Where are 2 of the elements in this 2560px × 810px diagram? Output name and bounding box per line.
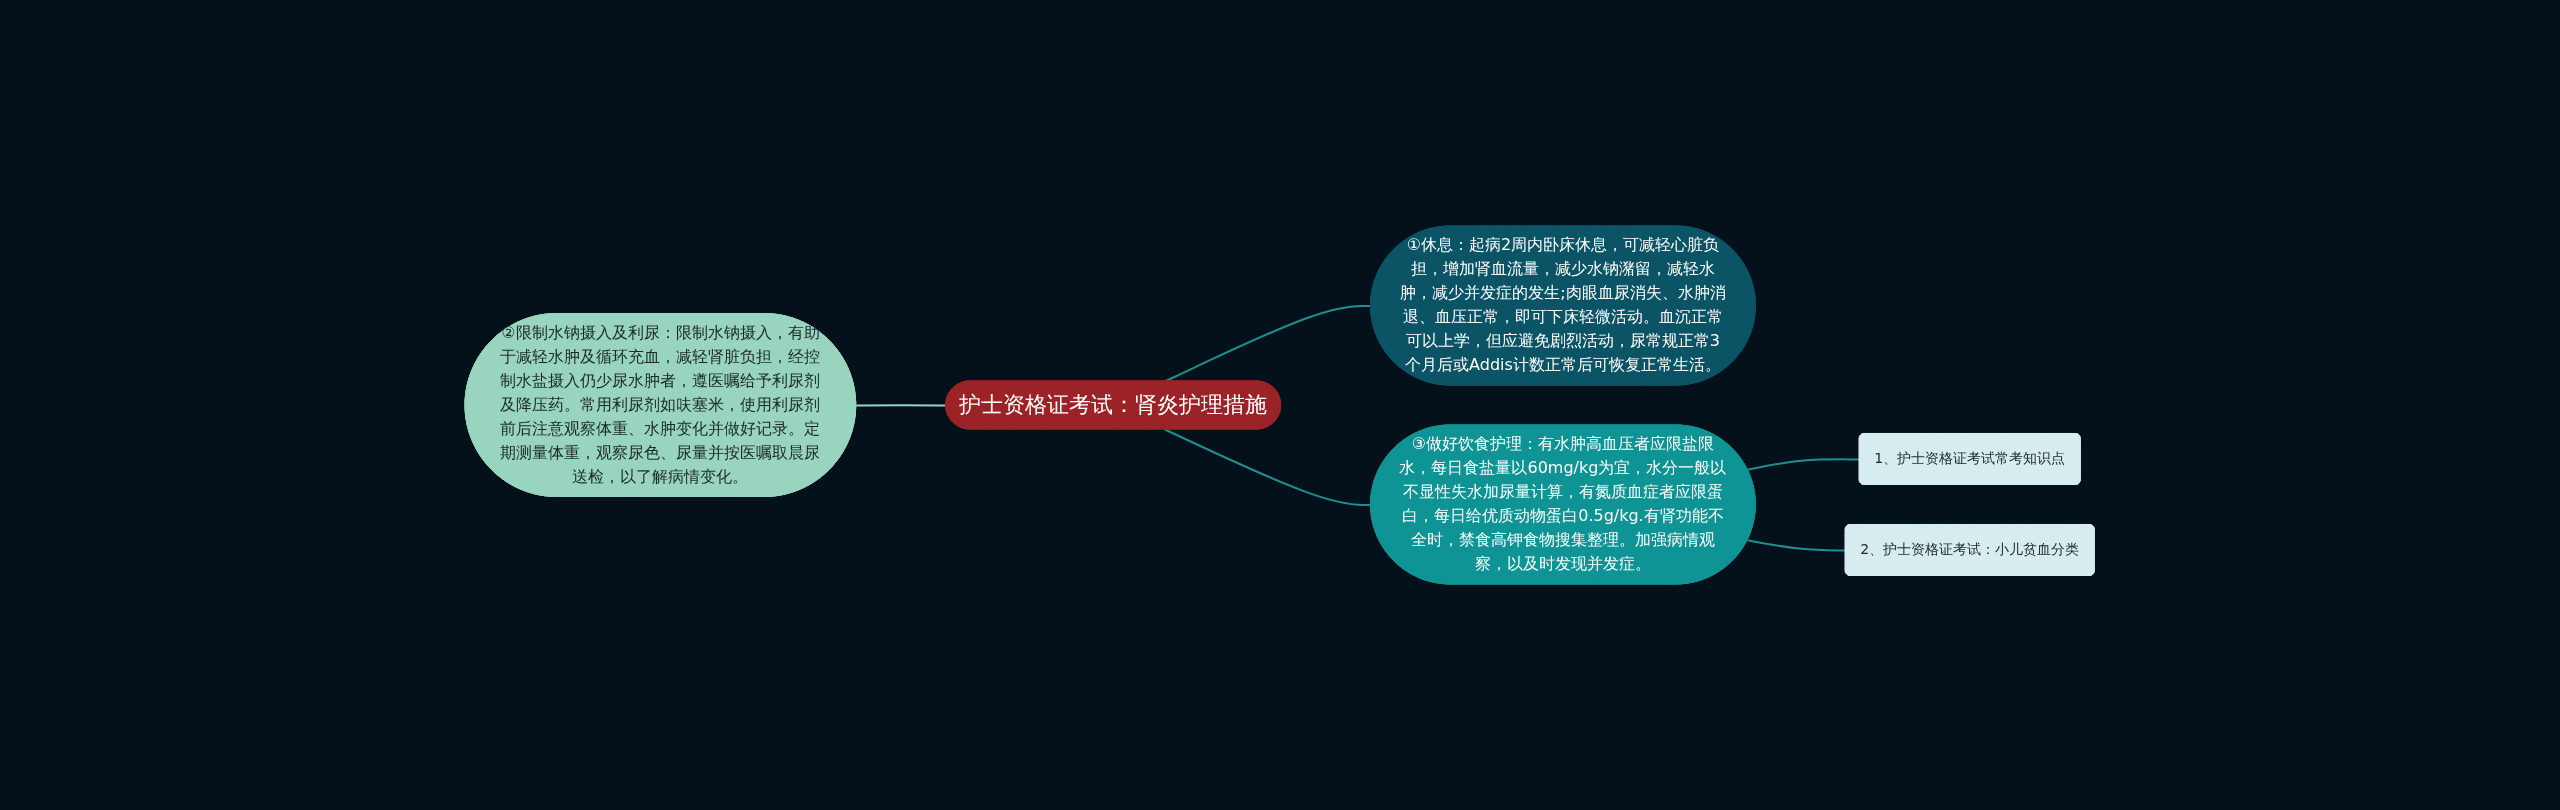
connector: [1164, 428, 1373, 506]
connector: [855, 404, 948, 407]
